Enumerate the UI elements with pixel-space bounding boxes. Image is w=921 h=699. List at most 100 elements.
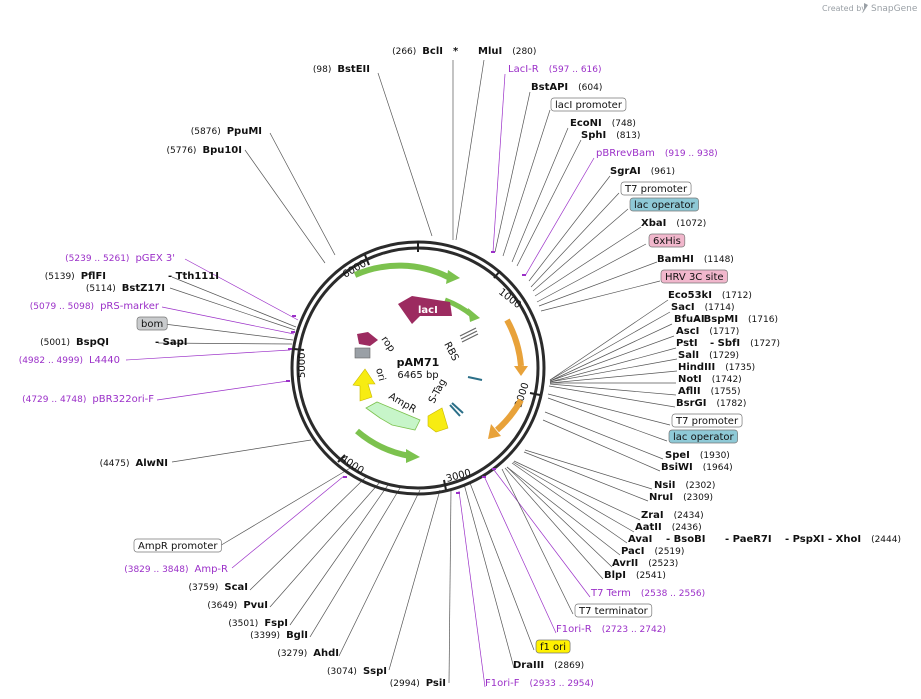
green-arc-bottom-arrow-icon xyxy=(406,449,420,463)
label-bspmi-16: - BspMI xyxy=(696,314,738,325)
green-arc-bottom xyxy=(355,428,411,459)
primer-marker-laci-r xyxy=(491,251,495,253)
label-prs-marker-10: pRS-marker xyxy=(100,301,160,312)
label-hrv-3c-site-12-box xyxy=(660,269,728,284)
leader-bstapi xyxy=(494,91,531,253)
leader-bpu10i xyxy=(244,149,326,264)
label-xbai-9: XbaI xyxy=(641,218,666,229)
label-noti-22: NotI xyxy=(678,374,702,385)
leader-spei xyxy=(544,411,664,460)
bom-feature xyxy=(354,347,371,359)
label-lac-operator-26-box xyxy=(668,429,738,444)
label-lac-operator-26: lac operator xyxy=(673,432,734,443)
leader-t7p1 xyxy=(530,192,620,288)
label-draiii-45: DraIII xyxy=(513,660,544,671)
label-pbrrevbam-5-pos: (919 .. 938) xyxy=(665,149,718,159)
label-bgli-22-pos: (3399) xyxy=(250,631,280,641)
plasmid-length: 6465 bp xyxy=(397,370,438,381)
label-bsiwi-28-pos: (1964) xyxy=(703,463,733,473)
label-pbr322ori-f-15: pBR322ori-F xyxy=(92,394,154,405)
leader-lacop2 xyxy=(547,397,668,442)
label-sspi-24-pos: (3074) xyxy=(327,667,357,677)
leader-aatii xyxy=(512,461,635,533)
leader-f1or xyxy=(483,475,557,634)
label-pflfi-7-pos: (5139) xyxy=(45,272,75,282)
plasmid-name: pAM71 xyxy=(397,356,440,369)
label-t7-term-41-pos: (2538 .. 2556) xyxy=(641,589,705,599)
tick-6000 xyxy=(364,254,370,266)
label-sgrai-6: SgrAI xyxy=(610,166,641,177)
label-t7-promoter-7-box xyxy=(620,181,692,196)
label-laci-promoter-2: lacI promoter xyxy=(555,100,623,111)
label-aflii-23-pos: (1755) xyxy=(711,387,741,397)
primer-markers xyxy=(286,251,526,494)
label-sapi-13: - SapI xyxy=(155,337,187,348)
leader-bspqi xyxy=(157,342,293,345)
leader-f1orf xyxy=(458,490,486,688)
label-bpu10i-5-pos: (5776) xyxy=(167,146,197,156)
label-alwni-16: AlwNI xyxy=(136,458,169,469)
rbs-label: RBS xyxy=(441,340,460,363)
green-arc-top xyxy=(353,262,450,280)
leader-sspi xyxy=(388,489,441,671)
label-fspi-21-pos: (3501) xyxy=(228,619,258,629)
label-t7-terminator-42: T7 terminator xyxy=(578,606,649,617)
leader-bfuai xyxy=(549,323,673,382)
label-pvui-20-pos: (3649) xyxy=(207,601,237,611)
stag-arrow xyxy=(427,407,449,433)
label-sbfi-19-pos: (1727) xyxy=(750,339,780,349)
label-zrai-31: ZraI xyxy=(641,510,664,521)
label-l4440-14: L4440 xyxy=(89,355,120,366)
label-ppumi-4-pos: (5876) xyxy=(191,127,221,137)
label-bspqi-12: BspQI xyxy=(76,337,109,348)
leader-f1ori xyxy=(469,482,535,651)
label-prs-marker-10-pos: (5079 .. 5098) xyxy=(30,302,94,312)
label-zrai-31-pos: (2434) xyxy=(674,511,704,521)
leader-t7term xyxy=(493,469,591,598)
label-nsii-29-pos: (2302) xyxy=(685,481,715,491)
leader-bgli xyxy=(309,487,401,638)
leader-lacip xyxy=(502,109,551,257)
snapgene-logo-icon xyxy=(864,3,868,11)
label--1: * xyxy=(453,46,459,57)
tick-label-4000: 4000 xyxy=(338,453,365,476)
orange-arc-2-arrow-icon xyxy=(488,424,501,439)
primer-marker-pbr322 xyxy=(286,380,290,382)
leader-mlui xyxy=(455,59,485,241)
leader-alwni xyxy=(171,439,312,463)
leader-bsiwi xyxy=(542,419,661,472)
leader-draiii xyxy=(463,483,515,669)
label-psii-25-pos: (2994) xyxy=(390,679,420,689)
label-6xhis-10-box xyxy=(648,233,686,248)
label-pbr322ori-f-15-pos: (4729 .. 4748) xyxy=(22,395,86,405)
leader-eco53ki xyxy=(549,299,669,381)
leader-ppumi xyxy=(269,132,336,256)
leader-zrai xyxy=(513,460,641,521)
label-sali-20-pos: (1729) xyxy=(709,351,739,361)
label-psii-25: PsiI xyxy=(426,678,446,689)
label-sphi-4: SphI xyxy=(581,130,606,141)
leader-ahdi xyxy=(338,489,421,657)
label-bsobi-34: - BsoBI xyxy=(666,534,705,545)
label-laci-promoter-2-box xyxy=(550,97,627,112)
label-bcli-0: BclI xyxy=(422,46,443,57)
label-scai-19: ScaI xyxy=(224,582,248,593)
label-pgex-3-6: pGEX 3' xyxy=(135,253,175,264)
leader-hrv xyxy=(540,280,661,312)
orange-arc-2 xyxy=(494,398,524,433)
label-pspxi-36: - PspXI xyxy=(785,534,824,545)
label-amp-r-18: Amp-R xyxy=(195,564,229,575)
label-f1ori-r-43: F1ori-R xyxy=(556,624,592,635)
tick-1000 xyxy=(493,270,501,279)
label-avai-33: AvaI xyxy=(628,534,652,545)
label-bpu10i-5: Bpu10I xyxy=(202,145,242,156)
leader-bstz17i xyxy=(169,287,296,331)
label-amp-r-18-pos: (3829 .. 3848) xyxy=(124,565,188,575)
label-bstz17i-9-pos: (5114) xyxy=(86,284,116,294)
label-lac-operator-8: lac operator xyxy=(634,200,695,211)
leader-ampr-prom xyxy=(217,466,353,548)
label-scai-19-pos: (3759) xyxy=(188,583,218,593)
leader-pgex xyxy=(184,258,299,321)
leader-sali xyxy=(549,358,678,383)
